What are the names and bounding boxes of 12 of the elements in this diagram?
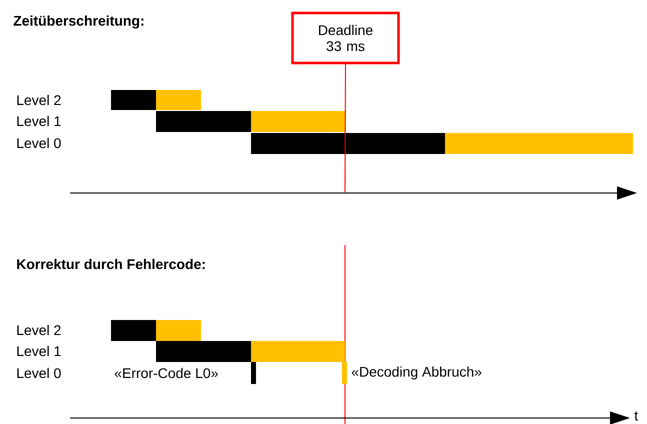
deadline-box: Deadline 33 ms xyxy=(291,12,400,64)
row-label: Level 1 xyxy=(17,116,61,126)
row-label: Level 1 xyxy=(17,346,61,356)
row-label: «Decoding Abbruch» xyxy=(352,366,482,380)
row-label: Level 2 xyxy=(17,94,61,106)
row-label: Level 0 xyxy=(17,138,61,148)
row-label: Level 0 xyxy=(17,368,61,378)
heading: Zeitüberschreitung: xyxy=(14,15,144,29)
heading: Korrektur durch Fehlercode: xyxy=(17,258,205,270)
row-label: Level 2 xyxy=(17,324,61,336)
leader-line xyxy=(344,64,346,194)
row-label: «Error-Code L0» xyxy=(114,368,218,378)
